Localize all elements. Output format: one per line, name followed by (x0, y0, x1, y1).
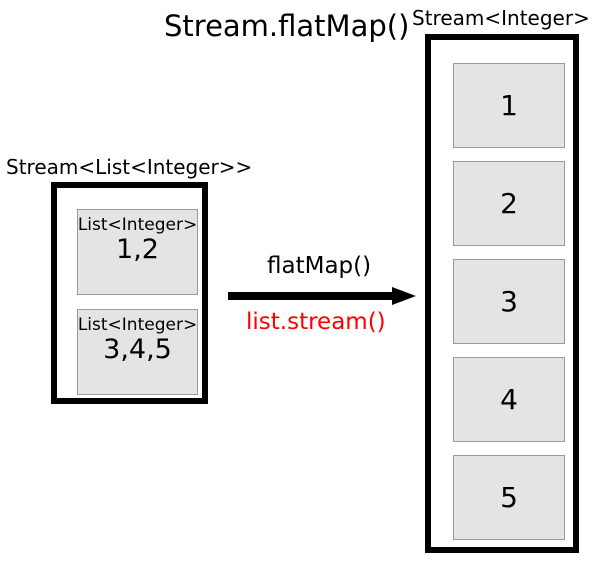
list-values: 3,4,5 (103, 334, 172, 365)
result-stream-type-label: Stream<Integer> (412, 6, 590, 30)
source-stream-type-label: Stream<List<Integer>> (6, 155, 253, 179)
stream-element: 3 (453, 259, 565, 344)
stream-element-value: 2 (500, 186, 518, 220)
mapper-function-label: list.stream() (246, 309, 386, 335)
stream-element-value: 5 (500, 480, 518, 514)
stream-element: 2 (453, 161, 565, 246)
stream-element: 5 (453, 455, 565, 540)
arrow-shaft (228, 292, 400, 300)
stream-element-value: 3 (500, 284, 518, 318)
stream-element: 1 (453, 63, 565, 148)
stream-element: 4 (453, 357, 565, 442)
right-arrow-icon (228, 287, 418, 305)
flatmap-operation-label: flatMap() (267, 253, 372, 279)
list-values: 1,2 (116, 234, 159, 265)
source-stream-container: List<Integer> 1,2 List<Integer> 3,4,5 (51, 182, 208, 404)
stream-element-value: 1 (500, 88, 518, 122)
stream-element-value: 4 (500, 382, 518, 416)
list-item: List<Integer> 1,2 (77, 209, 198, 295)
list-type-label: List<Integer> (77, 315, 198, 335)
list-type-label: List<Integer> (77, 215, 198, 235)
arrow-head (392, 287, 416, 305)
diagram-title: Stream.flatMap() (164, 9, 410, 43)
list-item: List<Integer> 3,4,5 (77, 309, 198, 395)
result-stream-container: 1 2 3 4 5 (425, 34, 579, 553)
